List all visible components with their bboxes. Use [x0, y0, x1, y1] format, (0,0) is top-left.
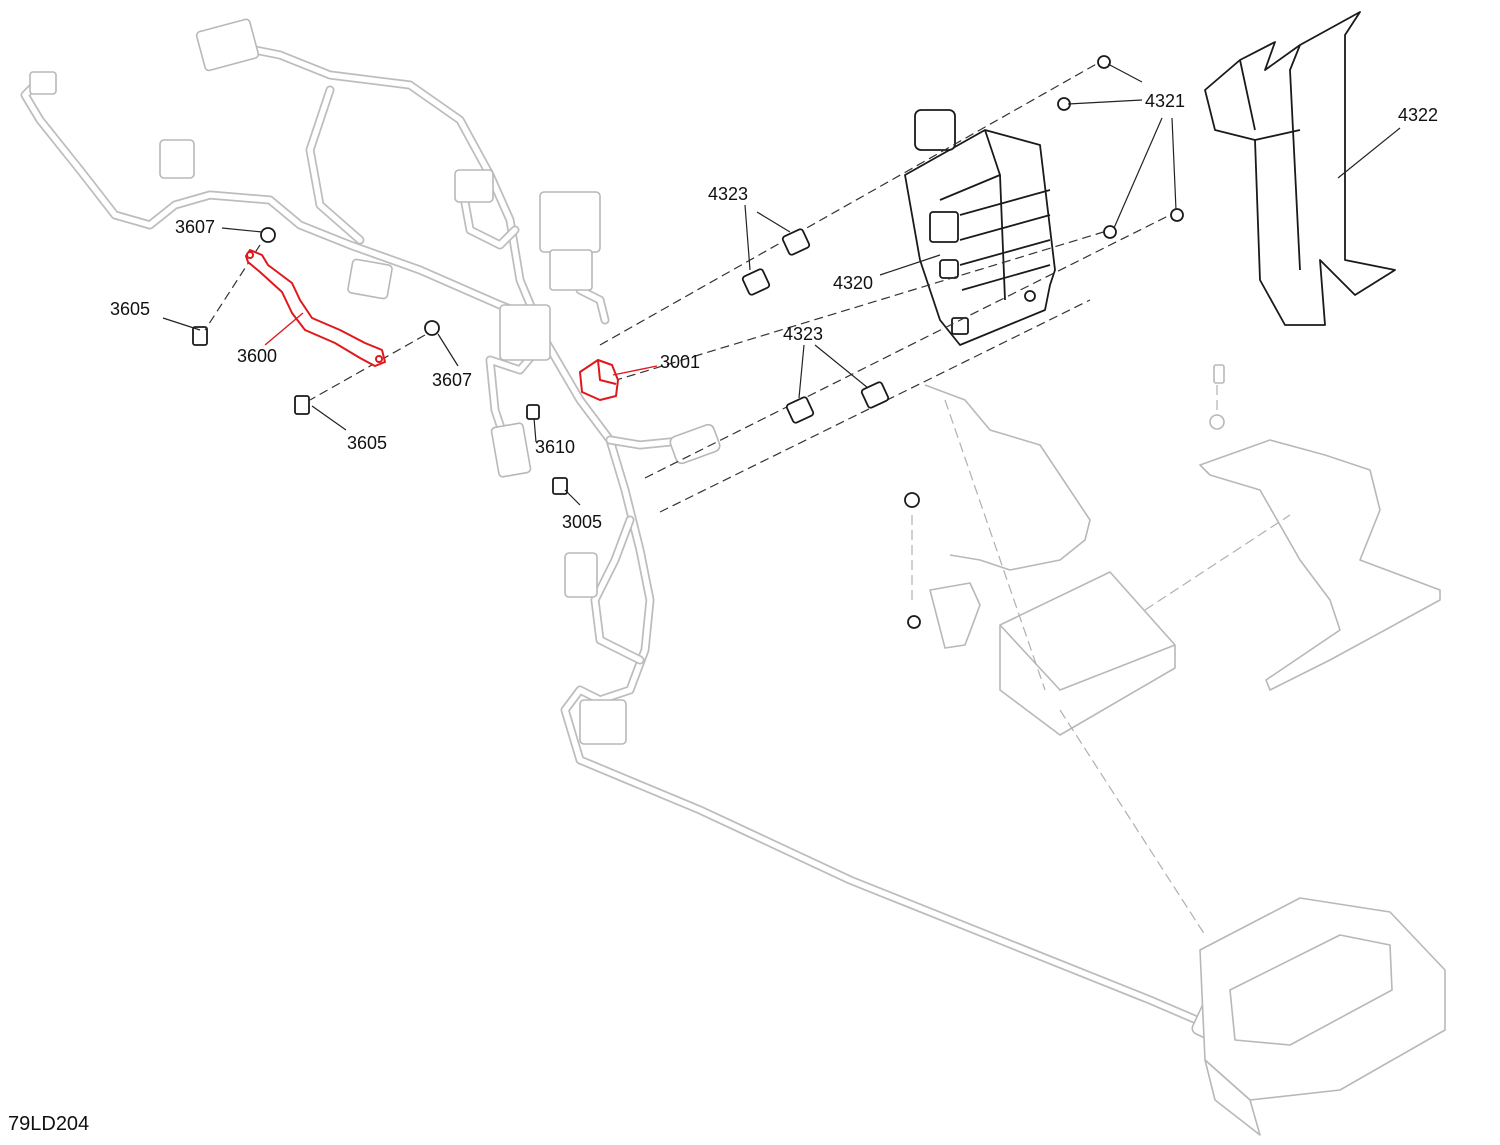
callout-4321: 4321 — [1145, 91, 1185, 111]
battery-assembly-lines — [911, 385, 1291, 936]
callout-3605-upper: 3605 — [110, 299, 150, 319]
nuts-4321 — [1057, 55, 1184, 239]
callout-3607-lower: 3607 — [432, 370, 472, 390]
callout-4323-upper: 4323 — [708, 184, 748, 204]
ground-cable-3600 — [245, 249, 386, 367]
diagram-code: 79LD204 — [8, 1113, 90, 1135]
callout-4320: 4320 — [833, 273, 873, 293]
heat-shield-4322 — [1204, 11, 1396, 326]
callout-4323-lower: 4323 — [783, 324, 823, 344]
wiring-harness — [20, 18, 1279, 1064]
callout-3005: 3005 — [562, 512, 602, 532]
callout-3001: 3001 — [660, 352, 700, 372]
leader-lines — [162, 63, 1401, 506]
callout-4322: 4322 — [1398, 105, 1438, 125]
callout-3600: 3600 — [237, 346, 277, 366]
voltage-regulator-4320 — [904, 109, 1056, 346]
callout-3610: 3610 — [535, 437, 575, 457]
connector-3001 — [579, 359, 619, 401]
callout-labels: 3607 3605 3600 3607 3605 3610 3005 3001 … — [110, 91, 1438, 532]
battery-assembly — [904, 364, 1446, 1136]
callout-3607-upper: 3607 — [175, 217, 215, 237]
spacers-4323 — [741, 228, 890, 424]
callout-3605-lower: 3605 — [347, 433, 387, 453]
